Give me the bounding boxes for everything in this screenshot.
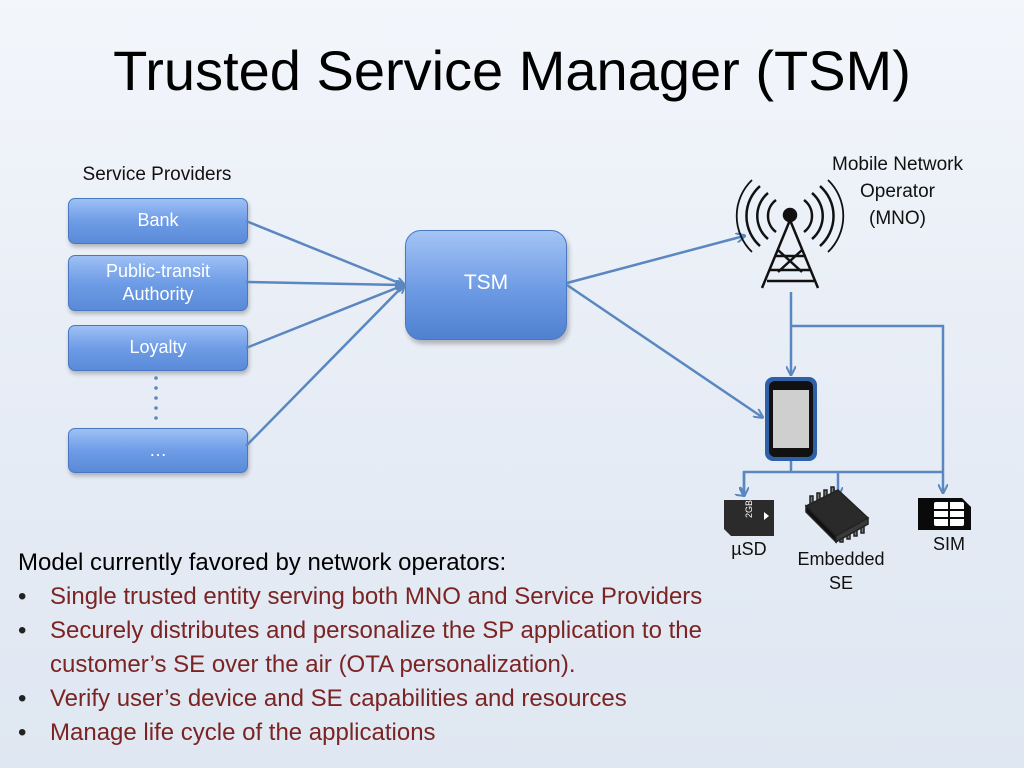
provider-more-box: …: [68, 428, 248, 473]
provider-bank-box: Bank: [68, 198, 248, 244]
provider-ellipsis-dots: [154, 376, 158, 420]
bullet-item: Securely distributes and personalize the…: [18, 614, 790, 682]
provider-public-transit-box: Public-transit Authority: [68, 255, 248, 311]
microsd-card-icon: 2GB: [724, 500, 774, 536]
mno-distribution-lines: [791, 292, 943, 492]
service-providers-label: Service Providers: [82, 164, 232, 185]
mno-label: Mobile Network Operator (MNO): [832, 154, 963, 229]
phone-to-se-lines: [744, 461, 943, 495]
microsd-card-text: 2GB: [744, 500, 754, 518]
embedded-se-chip-icon: [804, 486, 870, 544]
tsm-box: TSM: [405, 230, 567, 340]
cell-tower-icon: [735, 179, 845, 289]
sim-label: SIM: [932, 534, 965, 554]
body-text: Model currently favored by network opera…: [18, 546, 1008, 750]
slide-title: Trusted Service Manager (TSM): [113, 39, 911, 102]
bullet-item: Manage life cycle of the applications: [18, 716, 1008, 750]
bullet-item: Single trusted entity serving both MNO a…: [18, 580, 1008, 614]
sim-card-icon: [918, 498, 971, 530]
tsm-outgoing-arrows: [566, 236, 762, 417]
provider-to-tsm-arrows: [245, 219, 404, 447]
bullet-item: Verify user’s device and SE capabilities…: [18, 682, 1008, 716]
intro-text: Model currently favored by network opera…: [18, 549, 507, 576]
bullet-list: Single trusted entity serving both MNO a…: [18, 580, 1008, 750]
phone-icon: [765, 377, 817, 461]
microsd-label: µSD: [731, 539, 767, 559]
